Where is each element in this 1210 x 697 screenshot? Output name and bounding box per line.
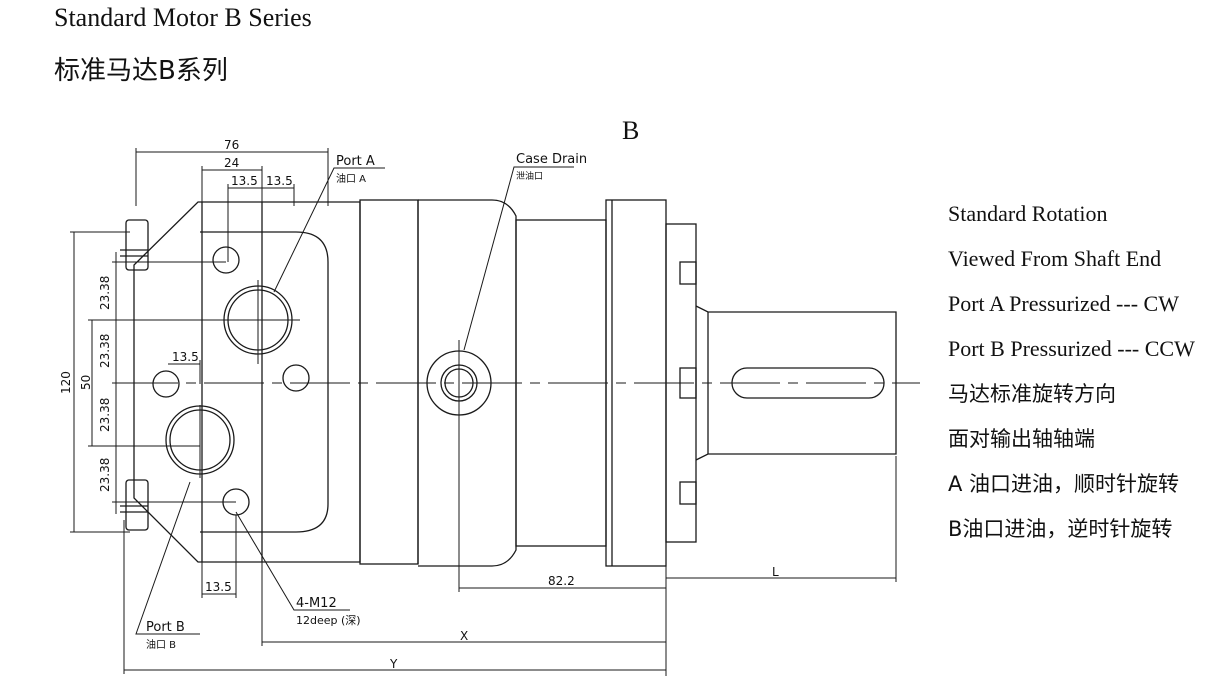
note-cn-rotation: 马达标准旋转方向 bbox=[948, 382, 1116, 406]
dim-24: 24 bbox=[224, 156, 239, 170]
page-title-cn: 标准马达B系列 bbox=[54, 56, 228, 86]
dim-13-5-c: 13.5 bbox=[172, 350, 199, 364]
dim-13-5-d: 13.5 bbox=[205, 580, 232, 594]
dim-l: L bbox=[772, 565, 779, 579]
dim-x: X bbox=[460, 629, 468, 643]
dim-23-38-a: 23.38 bbox=[98, 276, 112, 310]
port-b-label: Port B bbox=[146, 620, 185, 635]
port-a-label-cn: 油口 A bbox=[336, 172, 366, 185]
note-viewed-from-shaft: Viewed From Shaft End bbox=[948, 246, 1162, 271]
callout-labels: Port A 油口 A Case Drain 泄油口 Port B 油口 B 4… bbox=[146, 152, 587, 651]
dim-120: 120 bbox=[59, 371, 73, 394]
dim-23-38-d: 23.38 bbox=[98, 458, 112, 492]
port-b-label-cn: 油口 B bbox=[146, 638, 176, 651]
note-cn-shaft-end: 面对输出轴轴端 bbox=[948, 427, 1095, 451]
rotation-notes: Standard Rotation Viewed From Shaft End … bbox=[948, 196, 1210, 556]
dim-13-5-a: 13.5 bbox=[231, 174, 258, 188]
view-label: B bbox=[622, 116, 640, 145]
center-lines bbox=[118, 280, 920, 592]
mount-thread-label: 4-M12 bbox=[296, 596, 337, 611]
dim-23-38-c: 23.38 bbox=[98, 398, 112, 432]
dimension-lines bbox=[70, 148, 897, 676]
dim-82-2: 82.2 bbox=[548, 574, 575, 588]
note-port-a-cw: Port A Pressurized --- CW bbox=[948, 291, 1179, 316]
mount-depth-label: 12deep (深) bbox=[296, 614, 361, 627]
dimension-labels: 76 24 13.5 13.5 13.5 13.5 23.38 23.38 23… bbox=[59, 138, 779, 671]
dim-50: 50 bbox=[79, 375, 93, 390]
dim-23-38-b: 23.38 bbox=[98, 334, 112, 368]
note-port-b-ccw: Port B Pressurized --- CCW bbox=[948, 336, 1195, 361]
dim-13-5-b: 13.5 bbox=[266, 174, 293, 188]
port-a-label: Port A bbox=[336, 154, 375, 169]
dim-76: 76 bbox=[224, 138, 239, 152]
note-cn-port-b: B油口进油，逆时针旋转 bbox=[948, 517, 1173, 541]
dim-y: Y bbox=[389, 657, 398, 671]
note-standard-rotation: Standard Rotation bbox=[948, 201, 1108, 226]
case-drain-label-cn: 泄油口 bbox=[516, 170, 543, 182]
case-drain-label: Case Drain bbox=[516, 152, 587, 167]
note-cn-port-a: A 油口进油，顺时针旋转 bbox=[948, 472, 1180, 496]
page-title-en: Standard Motor B Series bbox=[54, 3, 312, 32]
